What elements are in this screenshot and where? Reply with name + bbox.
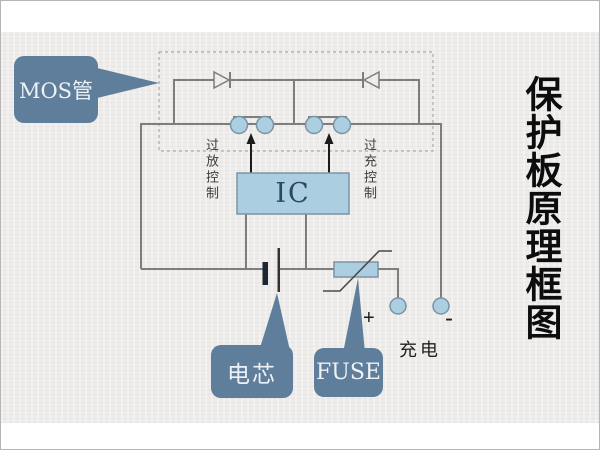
plus-terminal [389,297,407,315]
ic-label: IC [275,178,311,209]
fuse-callout-tail [343,278,365,353]
cell-callout-tail [259,293,290,351]
slide-title: 保护板原理框图 [519,75,563,341]
battery-cell-symbol [262,248,280,292]
minus-terminal [432,297,450,315]
minus-terminal-label: - [445,305,453,332]
cell-callout-label: 电芯 [227,361,277,388]
overdischarge-control-arrow [246,133,256,173]
cell-callout: 电芯 [211,345,293,398]
circuit-wires [140,79,442,298]
diode-discharge [213,70,231,90]
mosfet-pair-charge [304,115,352,135]
fuse-callout: FUSE [314,348,383,397]
overdischarge-control-label: 过放控制 [204,138,219,202]
mos-callout: MOS管 [14,56,98,123]
plus-terminal-label: + [363,307,375,329]
mosfet-pair-discharge [229,115,275,135]
mos-enclosure-dashed-box [158,51,434,152]
overcharge-control-arrow [324,133,334,173]
ic-block [236,172,350,215]
diode-charge [362,70,380,90]
charging-label: 充电 [399,340,441,360]
mos-callout-label: MOS管 [18,78,94,103]
fuse-symbol [323,250,392,292]
fuse-callout-label: FUSE [316,360,381,385]
slide-background [1,32,599,423]
mos-callout-tail [93,67,159,99]
overcharge-control-label: 过充控制 [362,138,377,202]
